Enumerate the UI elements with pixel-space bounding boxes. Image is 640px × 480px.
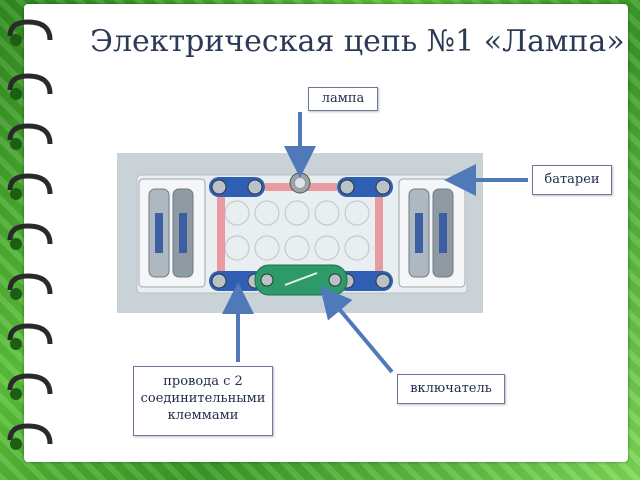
spiral-ring-icon [7, 73, 53, 100]
lamp-label: лампа [308, 87, 378, 111]
spiral-ring-icon [7, 373, 53, 400]
left-red-wire [217, 195, 225, 279]
right-battery-pack [398, 178, 466, 288]
switch-label: включатель [397, 374, 505, 404]
wires-label-line1: провода с 2 [163, 374, 243, 389]
switch [254, 264, 348, 296]
spiral-ring-icon [7, 323, 53, 350]
left-battery-pack [138, 178, 206, 288]
right-red-wire [375, 195, 383, 279]
spiral-ring-icon [7, 273, 53, 300]
spiral-ring-icon [7, 173, 53, 200]
spiral-ring-icon [7, 123, 53, 150]
wires-label-line2: соединительными [140, 391, 266, 406]
lamp [289, 172, 311, 194]
wires-label: провода с 2 соединительными клеммами [133, 366, 273, 436]
batteries-label: батареи [532, 165, 612, 195]
spiral-ring-icon [7, 19, 53, 46]
notebook-rings [7, 19, 53, 450]
slide-title: Электрическая цепь №1 «Лампа» [90, 24, 625, 59]
spiral-ring-icon [7, 423, 53, 450]
circuit-photo [117, 153, 483, 313]
wires-label-line3: клеммами [167, 408, 239, 423]
spiral-ring-icon [7, 223, 53, 250]
